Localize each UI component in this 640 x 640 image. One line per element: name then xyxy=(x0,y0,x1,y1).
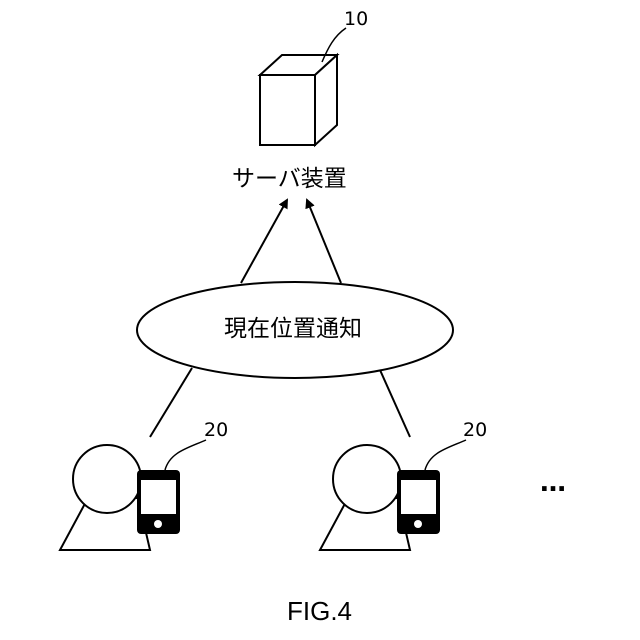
arrow-left xyxy=(241,200,287,283)
person-1-head xyxy=(73,445,141,513)
person-2-head xyxy=(333,445,401,513)
terminal-1-ref-leader xyxy=(165,440,206,470)
terminal-2-ref-leader xyxy=(425,440,466,470)
link-terminal-1 xyxy=(150,368,192,437)
user-2 xyxy=(320,445,440,550)
phone-icon xyxy=(137,470,180,534)
server-box xyxy=(260,55,337,145)
terminal-1-ref-number: 20 xyxy=(204,421,228,440)
user-1 xyxy=(60,445,180,550)
terminal-2-ref-number: 20 xyxy=(463,421,487,440)
notification-label: 現在位置通知 xyxy=(224,318,362,341)
arrow-right xyxy=(307,200,341,283)
link-terminal-2 xyxy=(380,370,410,437)
more-terminals-ellipsis: … xyxy=(540,470,569,496)
server-ref-number: 10 xyxy=(344,10,368,29)
phone-icon xyxy=(397,470,440,534)
server-label: サーバ装置 xyxy=(232,168,347,191)
figure-label: FIG.4 xyxy=(287,598,352,624)
